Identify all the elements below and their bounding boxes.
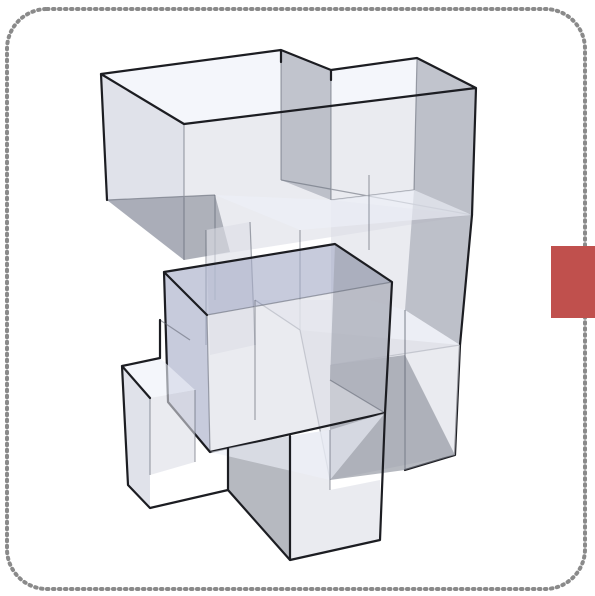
isometric-block-assembly: [99, 48, 478, 562]
block-small-left: [120, 318, 230, 510]
block-bottom: [210, 411, 387, 562]
accent-marker: [551, 246, 595, 318]
block-blue-front: [162, 242, 394, 454]
